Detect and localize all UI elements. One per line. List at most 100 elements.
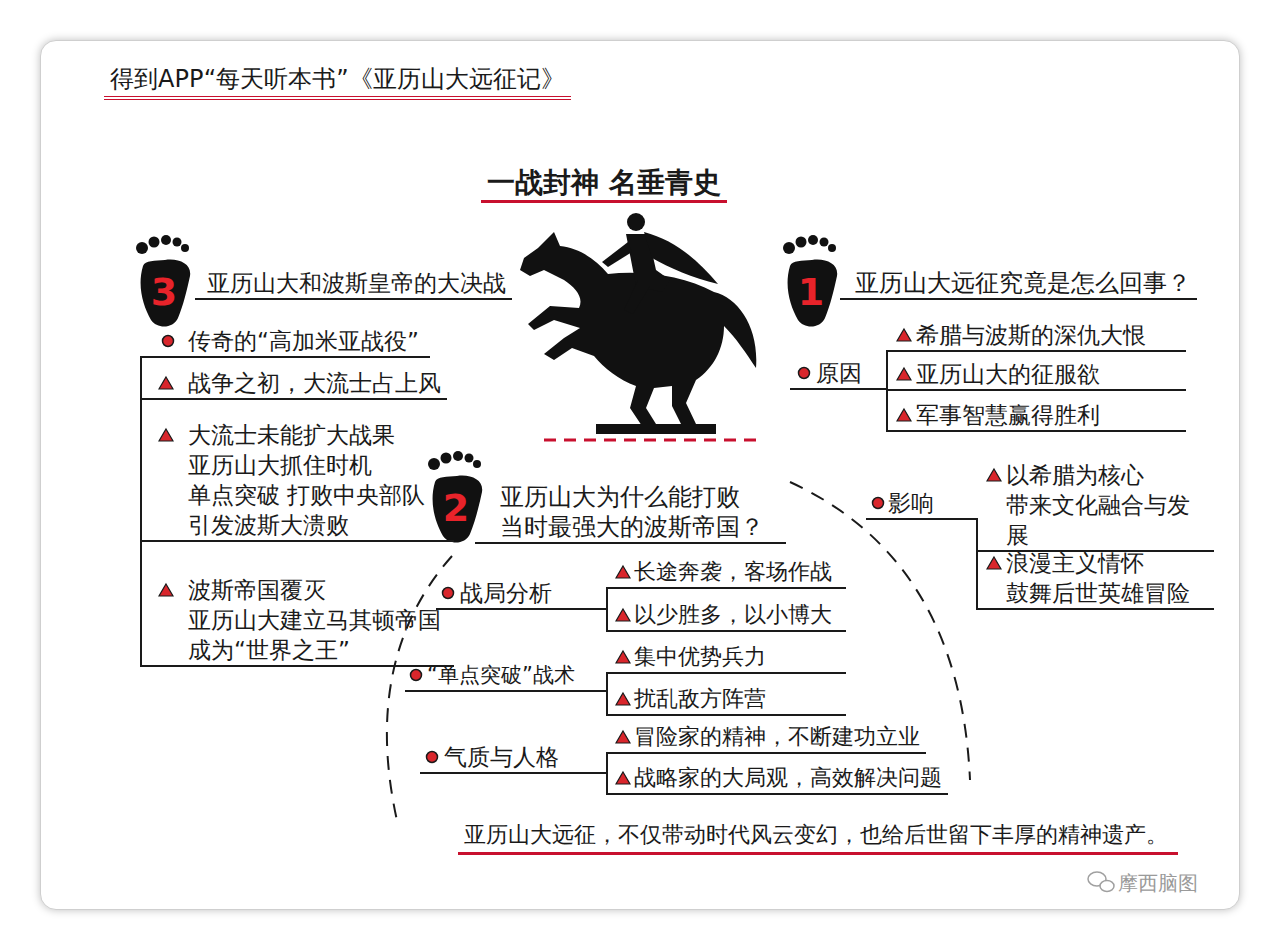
footprint-toe [149,237,160,248]
leaf-text: 长途奔袭，客场作战 [634,557,832,587]
bullet-triangle [158,582,174,598]
wechat-bubble [1100,881,1114,892]
leaf-text: 扰乱敌方阵营 [634,684,766,714]
footprint-toe [161,235,171,245]
source-header: 得到APP“每天听本书”《亚历山大远征记》 [104,62,571,100]
section-heading: 亚历山大为什么能打败 当时最强大的波斯帝国？ [475,482,786,544]
horse-silhouette [520,232,756,426]
footprint-toe [173,238,182,247]
leaf-branch: 波斯帝国覆灭 亚历山大建立马其顿帝国 成为“世界之王” [140,575,454,667]
bullet-triangle-shape [159,377,173,389]
bullet-triangle-shape [616,651,630,663]
section-heading: 亚历山大远征究竟是怎么回事？ [840,268,1197,300]
section-number: 2 [433,486,479,530]
bullet-triangle-shape [897,329,911,341]
footprint-toe [441,453,452,464]
category-text: “单点突破”战术 [427,660,575,690]
bullet-triangle-shape [987,469,1001,481]
leaf-text: 冒险家的精神，不断建功立业 [634,722,920,752]
bullet-dot [440,585,456,601]
summary-caption: 亚历山大远征，不仅带动时代风云变幻，也给后世留下丰厚的精神遗产。 [458,818,1178,855]
leaf-text: 浪漫主义情怀 鼓舞后世英雄冒险 [1006,548,1206,608]
leaf-text: 战争之初，大流士占上风 [188,368,441,398]
rider-leg [624,280,650,314]
leaf-text: 集中优势兵力 [634,642,766,672]
rider-head [627,213,645,231]
leaf-text: 大流士未能扩大战果 亚历山大抓住时机 单点突破 打败中央部队 引发波斯大溃败 [188,420,448,540]
leaf-branch: 扰乱敌方阵营 [606,684,846,716]
watermark: 摩西脑图 [1118,866,1198,900]
leaf-text: 以希腊为核心 带来文化融合与发展 [1006,460,1206,550]
footprint-toe [465,454,474,463]
bullet-triangle-shape [616,772,630,784]
bullet-dot-shape [427,752,438,763]
bullet-triangle [986,555,1002,571]
statue-plinth [596,424,716,434]
bullet-dot [796,365,812,381]
bullet-dot [424,749,440,765]
bullet-triangle [896,327,912,343]
footprint-toe [783,242,795,254]
footprint-toe [453,451,463,461]
footprint-toe [796,237,807,248]
bullet-dot-shape [873,498,884,509]
bracket-connector [140,357,142,666]
bullet-triangle-shape [616,693,630,705]
bullet-triangle-shape [897,409,911,421]
category-branch: 影响 [866,488,976,520]
bullet-triangle [896,407,912,423]
bullet-triangle-shape [897,368,911,380]
section-heading-text: 亚历山大远征究竟是怎么回事？ [855,268,1191,298]
leaf-branch: 长途奔袭，客场作战 [606,557,846,589]
section-heading: 亚历山大和波斯皇帝的大决战 [195,268,512,300]
footprint-toe [473,460,481,468]
bullet-triangle [986,467,1002,483]
leaf-branch: 浪漫主义情怀 鼓舞后世英雄冒险 [976,548,1214,610]
bullet-triangle [615,564,631,580]
footprint-toe [828,244,836,252]
section-footprint: 2 亚历山大为什么能打败 当时最强大的波斯帝国？ [425,448,786,544]
bullet-triangle [615,649,631,665]
leaf-branch: 战略家的大局观，高效解决问题 [606,763,948,795]
leaf-text: 以少胜多，以小博大 [634,600,832,630]
leaf-branch: 大流士未能扩大战果 亚历山大抓住时机 单点突破 打败中央部队 引发波斯大溃败 [140,420,454,542]
bullet-triangle-shape [159,584,173,596]
bullet-triangle-shape [616,566,630,578]
bullet-triangle-shape [987,557,1001,569]
leaf-branch: 战争之初，大流士占上风 [140,368,447,400]
section-heading-text: 亚历山大为什么能打败 当时最强大的波斯帝国？ [500,482,780,542]
footprint-toe [428,458,440,470]
leaf-branch: 集中优势兵力 [606,642,846,674]
category-branch: 传奇的“高加米亚战役” [140,326,430,358]
category-branch: “单点突破”战术 [405,660,606,692]
bullet-dot-shape [411,670,422,681]
footprint-sole [141,260,191,327]
bullet-triangle-shape [616,609,630,621]
bullet-dot-shape [163,336,174,347]
leaf-branch: 以少胜多，以小博大 [606,600,846,632]
bullet-dot [160,333,176,349]
bullet-triangle [158,427,174,443]
bullet-triangle-shape [616,731,630,743]
rider-cape [644,232,718,284]
leaf-branch: 亚历山大的征服欲 [886,359,1186,391]
horse-rider-statue [520,213,764,440]
category-branch: 原因 [790,358,886,390]
category-text: 战局分析 [460,578,552,608]
section-footprint: 1 亚历山大远征究竟是怎么回事？ [780,232,1197,328]
section-number: 1 [788,270,834,314]
footprint-toe [820,238,829,247]
bullet-dot-shape [443,588,454,599]
bullet-dot-shape [799,368,810,379]
bullet-triangle [615,770,631,786]
leaf-text: 波斯帝国覆灭 亚历山大建立马其顿帝国 成为“世界之王” [188,575,448,665]
leaf-text: 战略家的大局观，高效解决问题 [634,763,942,793]
footprint-sole [788,260,838,327]
footprint-toe [808,235,818,245]
map-title: 一战封神 名垂青史 [481,166,727,203]
category-branch: 气质与人格 [420,742,606,774]
leaf-branch: 以希腊为核心 带来文化融合与发展 [976,460,1214,552]
leaf-branch: 希腊与波斯的深仇大恨 [886,320,1186,352]
leaf-branch: 军事智慧赢得胜利 [886,400,1186,432]
plinth-red-dashes [544,439,764,442]
